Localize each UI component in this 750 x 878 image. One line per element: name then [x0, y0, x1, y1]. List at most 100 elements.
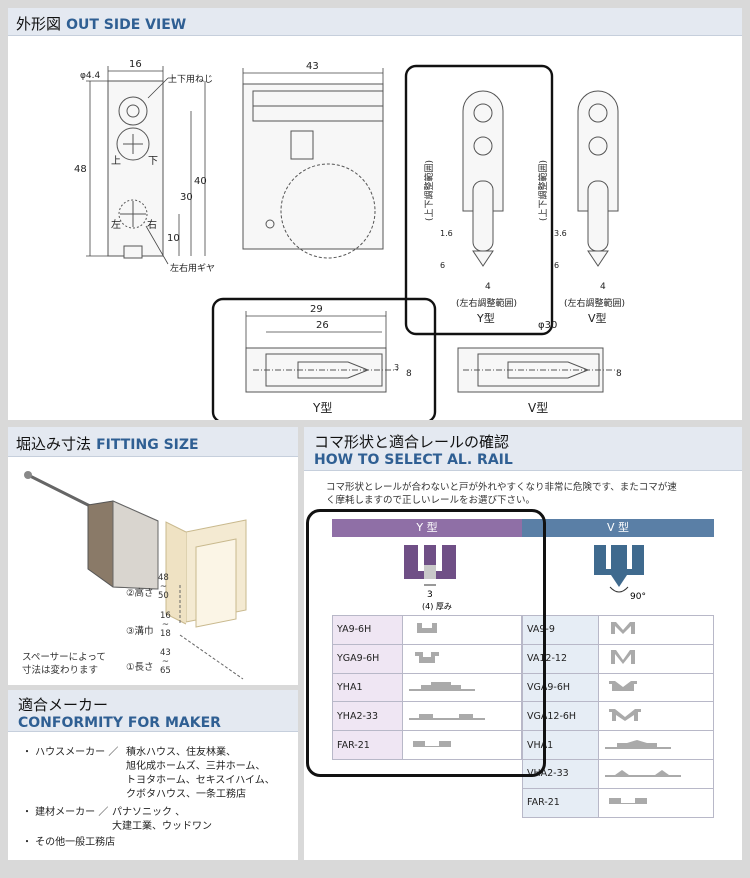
dim-10: 10: [167, 233, 180, 244]
fitting-size-header: 堀込み寸法 FITTING SIZE: [8, 427, 298, 457]
table-row: YGA9-6H: [332, 643, 522, 674]
y-dim-3: 3: [427, 590, 433, 600]
label-down: 下: [148, 156, 158, 167]
dim-3-6: 3.6: [554, 229, 567, 238]
table-row: YA9-6H: [332, 615, 522, 645]
label-type-v-top: V型: [588, 311, 607, 325]
rail-profile-icon: [598, 787, 714, 818]
label-left: 左: [111, 218, 121, 231]
dim-16: 16: [129, 59, 142, 70]
rail-profile-icon: [598, 701, 714, 732]
dim-6-y: 6: [440, 261, 445, 270]
rail-profile-icon: [598, 730, 714, 760]
fitting-title-en: FITTING SIZE: [96, 437, 199, 453]
fitting-size-panel: 堀込み寸法 FITTING SIZE ②高さ 48 ~ 50 ③溝巾 16 ~ …: [8, 427, 298, 685]
rail-panel: コマ形状と適合レールの確認 HOW TO SELECT AL. RAIL コマ形…: [304, 427, 742, 860]
label-phi44: φ4.4: [80, 71, 101, 81]
outside-view-title-en: OUT SIDE VIEW: [66, 17, 187, 33]
label-type-v-bottom: V型: [528, 401, 548, 415]
label-gear-lr: 左右用ギヤ: [170, 262, 215, 274]
maker-house-list: 積水ハウス、住友林業、 旭化成ホームズ、三井ホーム、 トヨタホーム、セキスイハイ…: [126, 747, 275, 800]
maker-title-jp: 適合メーカー: [18, 696, 109, 714]
rail-profile-icon: [402, 615, 522, 645]
maker-panel: 適合メーカー CONFORMITY FOR MAKER ・ ハウスメーカー ／ …: [8, 690, 298, 860]
dim-26: 26: [316, 320, 329, 331]
rail-profile-icon: [598, 758, 714, 789]
maker-material-list: パナソニック 、 大建工業、ウッドワン: [112, 807, 212, 832]
outside-view-header: 外形図 OUT SIDE VIEW: [8, 8, 742, 36]
y-rail-table: YA9-6H YGA9-6H YHA1 YHA2-33 FAR-21: [332, 615, 522, 760]
maker-house-label: ・ ハウスメーカー ／: [22, 747, 119, 758]
rail-profile-icon: [402, 730, 522, 760]
dim-8-v: 8: [616, 369, 622, 379]
label-phi30: φ30: [538, 320, 557, 331]
dim-6-v: 6: [554, 261, 559, 270]
label-updown-range-v: (上下調整範囲): [537, 160, 549, 221]
label-lr-range-y: (左右調整範囲): [456, 297, 517, 309]
v-type-profile: 90°: [522, 537, 714, 615]
table-row: FAR-21: [332, 730, 522, 760]
height-label: ②高さ: [126, 588, 154, 599]
label-screw-updown: 上下用ねじ: [168, 74, 213, 85]
dim-29: 29: [310, 304, 323, 315]
label-type-y-top: Y型: [476, 311, 495, 325]
outside-view-panel: 外形図 OUT SIDE VIEW 上 下 左 右: [8, 8, 742, 420]
table-row: VHA2-33: [522, 758, 714, 789]
maker-other: ・ その他一般工務店: [22, 837, 116, 848]
table-row: VGA12-6H: [522, 701, 714, 732]
v-detail: (上下調整範囲) 3.6 6 4 (左右調整範囲) V型: [537, 90, 625, 325]
outside-view-title-jp: 外形図: [16, 15, 62, 33]
dim-48: 48: [74, 164, 87, 175]
rail-profile-icon: [598, 643, 714, 674]
rail-code: YHA1: [332, 672, 403, 703]
dim-40: 40: [194, 176, 207, 187]
spacer-note: スペーサーによって 寸法は変わります: [22, 652, 106, 676]
maker-header: 適合メーカー CONFORMITY FOR MAKER: [8, 690, 298, 732]
label-up: 上: [111, 155, 121, 167]
length-range: 43 ~ 65: [160, 648, 171, 676]
front-view: 上 下 左 右 16 48 30 40 10 φ: [74, 59, 215, 274]
label-type-y-bottom: Y型: [312, 401, 332, 415]
rail-profile-icon: [598, 672, 714, 703]
groove-range: 16 ~ 18: [160, 611, 171, 639]
rail-code: FAR-21: [522, 787, 599, 818]
dim-30: 30: [180, 192, 193, 203]
y-column-highlight: [306, 509, 546, 777]
rail-code: VGA12-6H: [522, 701, 599, 732]
dim-4-v: 4: [600, 282, 606, 292]
label-updown-range-y: (上下調整範囲): [423, 160, 435, 221]
y-type-profile: 3 (4) 厚み: [332, 537, 522, 615]
table-row: VA9-9: [522, 615, 714, 645]
v-bottom-view: φ30 8 V型: [457, 320, 622, 415]
table-row: YHA1: [332, 672, 522, 703]
y-bottom-view: 29 26 3 8 Y型: [211, 297, 437, 420]
v-angle: 90°: [630, 592, 646, 602]
fitting-drawing: [24, 471, 247, 680]
rail-title-en: HOW TO SELECT AL. RAIL: [314, 452, 513, 468]
maker-title-en: CONFORMITY FOR MAKER: [18, 715, 221, 731]
outside-view-drawing: 上 下 左 右 16 48 30 40 10 φ: [74, 59, 625, 420]
y-thickness: (4) 厚み: [422, 602, 452, 611]
label-lr-range-v: (左右調整範囲): [564, 297, 625, 309]
fitting-title-jp: 堀込み寸法: [16, 435, 92, 453]
height-range: 48 ~ 50: [158, 573, 169, 601]
dim-3: 3: [394, 363, 399, 372]
rail-code: VHA1: [522, 730, 599, 760]
rail-header: コマ形状と適合レールの確認 HOW TO SELECT AL. RAIL: [304, 427, 742, 471]
v-type-header: V 型: [522, 519, 714, 537]
table-row: VHA1: [522, 730, 714, 760]
table-row: FAR-21: [522, 787, 714, 818]
length-label: ①長さ: [126, 662, 154, 673]
maker-material-label: ・ 建材メーカー ／: [22, 807, 109, 818]
rail-code: YGA9-6H: [332, 643, 403, 674]
rail-title-jp: コマ形状と適合レールの確認: [314, 433, 510, 451]
dim-43: 43: [306, 61, 319, 72]
dim-8-y: 8: [406, 369, 412, 379]
side-view: 43: [242, 61, 384, 259]
v-rail-table: VA9-9 VA12-12 VGA9-6H VGA12-6H VHA1 VHA2…: [522, 615, 714, 818]
dim-1-6: 1.6: [440, 229, 453, 238]
y-type-header: Y 型: [332, 519, 522, 537]
rail-code: VGA9-6H: [522, 672, 599, 703]
dim-4-y: 4: [485, 282, 491, 292]
table-row: VA12-12: [522, 643, 714, 674]
